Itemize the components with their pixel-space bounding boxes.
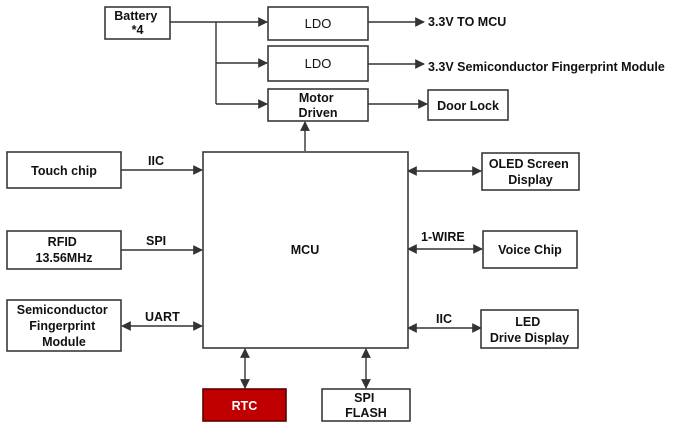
doorlock-label: Door Lock bbox=[437, 99, 499, 113]
touch-iic-label: IIC bbox=[148, 154, 164, 168]
led-label: LED Drive Display bbox=[490, 315, 569, 345]
voice-1wire-label: 1-WIRE bbox=[421, 230, 465, 244]
touch-chip-label: Touch chip bbox=[31, 164, 97, 178]
touch-chip-block: Touch chip bbox=[6, 151, 122, 189]
rtc-block: RTC bbox=[202, 388, 287, 422]
motor-label: Motor Driven bbox=[299, 91, 338, 120]
ldo-fingerprint-block: LDO bbox=[267, 45, 369, 82]
led-iic-label: IIC bbox=[436, 312, 452, 326]
battery-label: Battery *4 bbox=[114, 9, 161, 37]
voice-chip-label: Voice Chip bbox=[498, 243, 562, 257]
motor-block: Motor Driven bbox=[267, 88, 369, 122]
link-labels: IIC SPI UART 1-WIRE IIC 3.3V TO MCU 3.3V… bbox=[145, 15, 665, 326]
mcu-block: MCU bbox=[202, 151, 409, 349]
battery-block: Battery *4 bbox=[104, 6, 171, 40]
spi-flash-label: SPI FLASH bbox=[345, 391, 387, 420]
connectors bbox=[121, 17, 483, 389]
rtc-label: RTC bbox=[232, 399, 258, 413]
fingerprint-power-label: 3.3V Semiconductor Fingerprint Module bbox=[428, 60, 665, 74]
rfid-block: RFID 13.56MHz bbox=[6, 230, 122, 270]
led-block: LED Drive Display bbox=[480, 309, 579, 349]
spi-flash-block: SPI FLASH bbox=[321, 388, 411, 422]
mcu-power-label: 3.3V TO MCU bbox=[428, 15, 506, 29]
ldo-fingerprint-label: LDO bbox=[305, 56, 332, 71]
fingerprint-label: Semiconductor Fingerprint Module bbox=[17, 303, 111, 349]
oled-block: OLED Screen Display bbox=[481, 152, 580, 191]
rfid-spi-label: SPI bbox=[146, 234, 166, 248]
oled-label: OLED Screen Display bbox=[489, 157, 572, 187]
fingerprint-uart-label: UART bbox=[145, 310, 180, 324]
ldo-mcu-label: LDO bbox=[305, 16, 332, 31]
ldo-mcu-block: LDO bbox=[267, 6, 369, 41]
rfid-label: RFID 13.56MHz bbox=[36, 235, 93, 265]
fingerprint-block: Semiconductor Fingerprint Module bbox=[6, 299, 122, 352]
mcu-label: MCU bbox=[291, 243, 319, 257]
doorlock-block: Door Lock bbox=[427, 89, 509, 121]
voice-chip-block: Voice Chip bbox=[482, 230, 578, 269]
